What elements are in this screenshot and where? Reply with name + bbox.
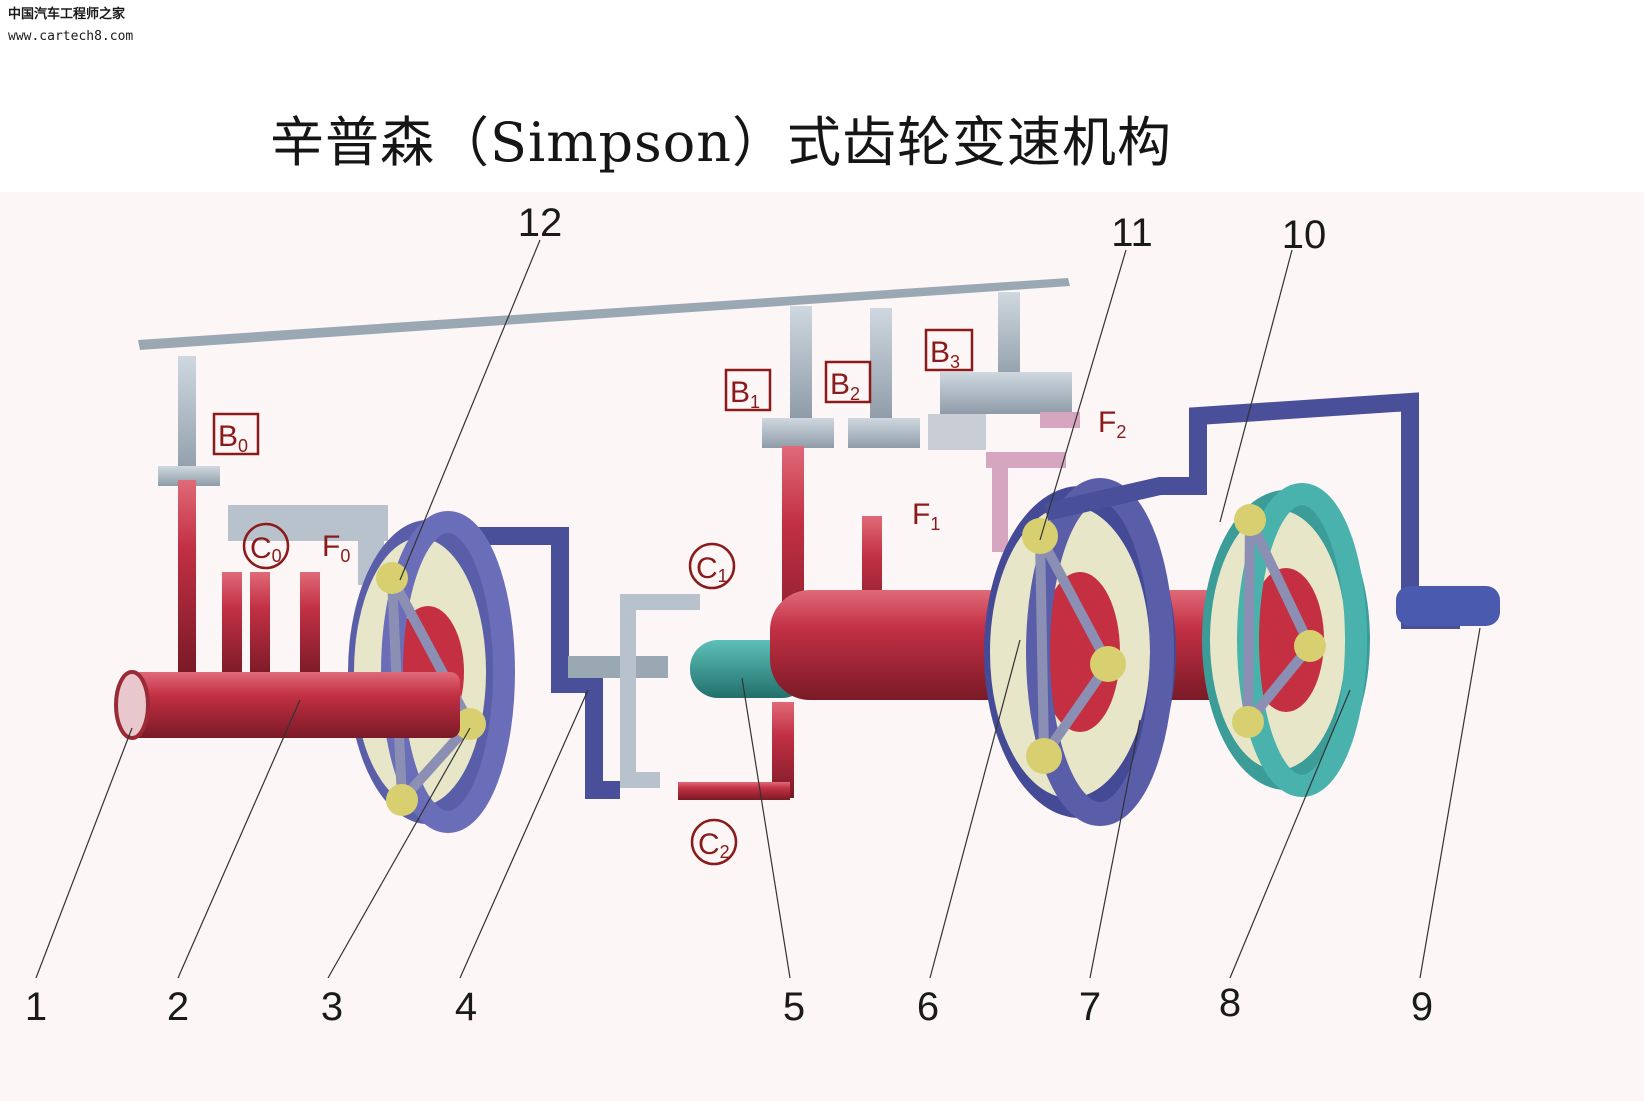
b0-support xyxy=(178,356,196,476)
leader-11 xyxy=(1039,249,1127,541)
clutch-drum xyxy=(620,594,700,788)
c1-label: C1 xyxy=(688,542,736,590)
intermediate-shaft xyxy=(568,656,668,678)
svg-text:B2: B2 xyxy=(830,368,860,404)
leader-3 xyxy=(327,727,471,979)
f2-hub xyxy=(1040,412,1080,428)
svg-text:F1: F1 xyxy=(912,498,940,534)
callout-12: 12 xyxy=(518,201,563,245)
svg-text:C0: C0 xyxy=(250,532,282,566)
leader-4 xyxy=(459,689,589,979)
f0-hub-post xyxy=(300,572,320,676)
middle-sun-gear xyxy=(1040,572,1120,732)
watermark-site-name: 中国汽车工程师之家 xyxy=(8,7,126,22)
callout-11: 11 xyxy=(1111,211,1153,255)
b2-support xyxy=(870,308,892,420)
input-shaft-end xyxy=(114,670,150,740)
c0-label: C0 xyxy=(242,522,290,570)
b3-label: B3 xyxy=(924,328,974,372)
b2-plate xyxy=(848,418,920,448)
svg-text:C1: C1 xyxy=(696,552,728,586)
leader-5 xyxy=(741,677,791,979)
callout-6: 6 xyxy=(917,985,939,1029)
leader-lines xyxy=(35,239,1481,979)
middle-pinion-2 xyxy=(1090,646,1126,682)
rear-pinion-1 xyxy=(1234,504,1266,536)
b2-label: B2 xyxy=(824,360,872,404)
middle-pinion-1 xyxy=(1022,518,1058,554)
leader-1 xyxy=(35,727,133,979)
callout-5: 5 xyxy=(783,985,805,1029)
rear-carrier xyxy=(1242,517,1316,737)
callout-8: 8 xyxy=(1219,981,1241,1025)
b1-support xyxy=(790,306,812,418)
leader-10 xyxy=(1219,249,1293,523)
leader-12 xyxy=(399,239,541,581)
middle-carrier xyxy=(1035,533,1114,772)
callout-7: 7 xyxy=(1079,985,1101,1029)
rear-pinion-2 xyxy=(1294,630,1326,662)
c2-drum xyxy=(678,782,790,800)
b3-plate xyxy=(940,372,1072,414)
b1-label: B1 xyxy=(724,368,772,412)
middle-pinion-3 xyxy=(1026,738,1062,774)
callout-2: 2 xyxy=(167,985,189,1029)
leader-6 xyxy=(929,639,1021,979)
b0-label: B0 xyxy=(212,412,260,456)
housing-rail xyxy=(138,278,1070,350)
c0-hub-post-1 xyxy=(222,572,242,676)
b0-plate xyxy=(158,466,220,486)
c2-label: C2 xyxy=(690,818,738,866)
svg-text:F0: F0 xyxy=(322,530,350,566)
callout-1: 1 xyxy=(25,985,47,1029)
callout-4: 4 xyxy=(455,985,477,1029)
rear-link xyxy=(986,452,1066,552)
b0-hub-post xyxy=(178,480,196,672)
front-pinion-2 xyxy=(454,708,486,740)
watermark-url: www.cartech8.com xyxy=(8,29,134,44)
svg-text:B0: B0 xyxy=(218,420,248,456)
c2-hub-post xyxy=(772,702,794,798)
b3-lower-plate xyxy=(928,414,986,450)
callout-3: 3 xyxy=(321,985,343,1029)
input-shaft xyxy=(130,672,460,738)
leader-8 xyxy=(1229,689,1351,979)
f0-label: F0 xyxy=(322,530,350,566)
callout-10: 10 xyxy=(1282,213,1327,257)
rear-pinion-3 xyxy=(1232,706,1264,738)
front-pinion-3 xyxy=(386,784,418,816)
leader-7 xyxy=(1089,719,1141,979)
leader-9 xyxy=(1419,627,1481,979)
svg-text:C2: C2 xyxy=(698,828,730,862)
rear-sun-gear xyxy=(1248,568,1324,712)
b3-support xyxy=(998,292,1020,382)
f1-label: F1 xyxy=(912,498,940,534)
front-pinion-1 xyxy=(376,562,408,594)
b1-plate xyxy=(762,418,834,448)
leader-2 xyxy=(177,699,301,979)
svg-text:B1: B1 xyxy=(730,376,760,412)
svg-text:F2: F2 xyxy=(1098,406,1126,442)
f2-label: F2 xyxy=(1098,406,1126,442)
diagram-title: 辛普森（Simpson）式齿轮变速机构 xyxy=(270,111,1173,174)
callout-9: 9 xyxy=(1411,985,1433,1029)
c0-hub-post-2 xyxy=(250,572,270,676)
svg-text:B3: B3 xyxy=(930,336,960,372)
output-shaft xyxy=(1396,586,1500,626)
